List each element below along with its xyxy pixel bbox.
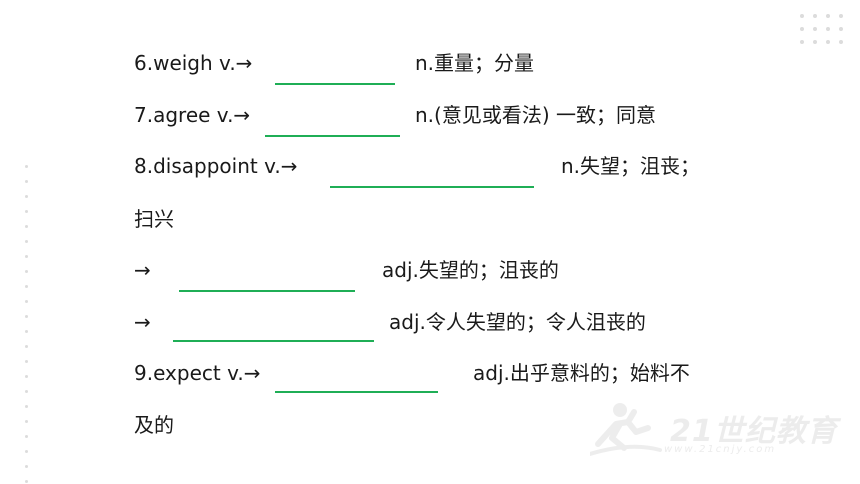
item-7-suffix: n.(意见或看法) 一致；同意	[415, 103, 656, 127]
runner-logo-icon	[590, 403, 662, 456]
item-8a-arrow: →	[134, 258, 151, 282]
item-8a-answer-blank[interactable]	[179, 290, 355, 292]
item-9-continuation: 及的	[134, 413, 174, 437]
watermark-url: www.21cnjy.com	[664, 444, 777, 455]
item-8-answer-blank[interactable]	[330, 186, 534, 188]
item-9-prefix: 9.expect v.→	[134, 361, 261, 385]
item-6-answer-blank[interactable]	[275, 83, 395, 85]
item-6-suffix: n.重量；分量	[415, 51, 535, 75]
item-8b-answer-blank[interactable]	[173, 340, 374, 342]
item-8-continuation: 扫兴	[134, 207, 174, 231]
item-6-prefix: 6.weigh v.→	[134, 51, 253, 75]
item-8a-suffix: adj.失望的；沮丧的	[382, 258, 559, 282]
item-8-prefix: 8.disappoint v.→	[134, 154, 298, 178]
item-9-suffix: adj.出乎意料的；始料不	[473, 361, 690, 385]
item-7-answer-blank[interactable]	[265, 135, 400, 137]
watermark-brand: 21世纪教育	[670, 414, 838, 449]
decor-vertical-dots	[25, 165, 28, 483]
item-8-suffix: n.失望；沮丧；	[561, 154, 701, 178]
item-7-prefix: 7.agree v.→	[134, 103, 251, 127]
item-9-answer-blank[interactable]	[275, 391, 438, 393]
item-8b-suffix: adj.令人失望的；令人沮丧的	[389, 310, 646, 334]
item-8b-arrow: →	[134, 310, 151, 334]
decor-dot-grid	[800, 14, 843, 44]
